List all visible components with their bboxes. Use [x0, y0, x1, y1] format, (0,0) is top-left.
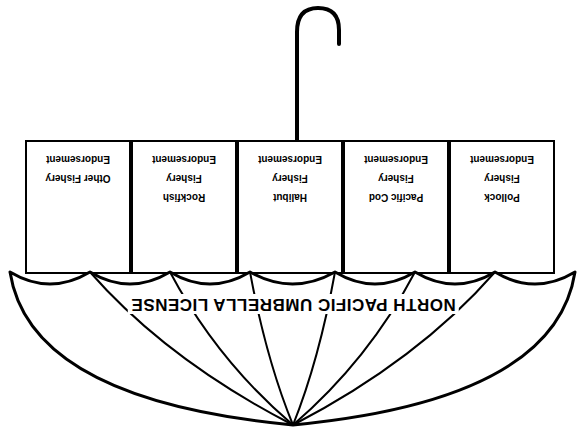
endorsement-box: Other Fishery Endorsement [25, 140, 131, 274]
node-text: NORTH PACIFIC UMBRELLA LICENSE [128, 294, 459, 314]
umbrella-canopy: NORTH PACIFIC UMBRELLA LICENSE [6, 262, 580, 430]
endorsement-box: Pacific Cod Fishery Endorsement [343, 140, 449, 274]
node-text: Halibut Fishery Endorsement [254, 150, 326, 207]
canopy-line [10, 272, 575, 425]
endorsement-box: Halibut Fishery Endorsement [237, 140, 343, 274]
endorsement-box: Rockfish Fishery Endorsement [131, 140, 237, 274]
endorsement-box: Pollock Fishery Endorsement [449, 140, 555, 274]
handle-hook [297, 8, 339, 142]
canopy-outline [6, 262, 580, 430]
node-text: Pacific Cod Fishery Endorsement [360, 150, 432, 207]
node-text: Rockfish Fishery Endorsement [148, 150, 220, 207]
node-text: Other Fishery Endorsement [42, 150, 114, 188]
node-text: Pollock Fishery Endorsement [466, 150, 538, 207]
